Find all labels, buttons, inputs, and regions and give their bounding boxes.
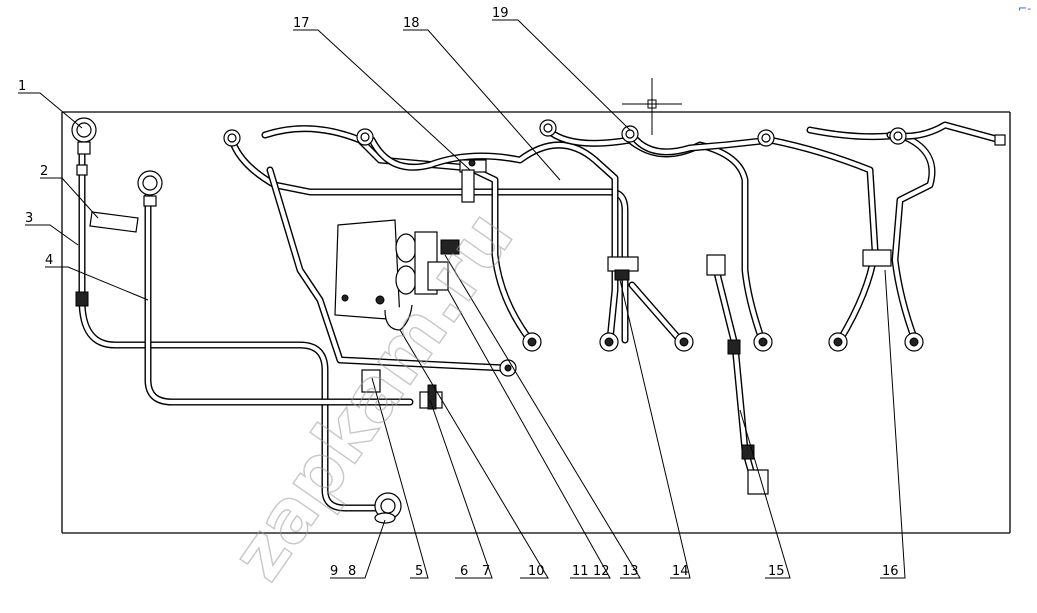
upper-union-nuts [223, 119, 1006, 147]
callout-19: 19 [492, 6, 509, 21]
crosshair-mark [622, 78, 682, 135]
callout-leaders [18, 19, 906, 579]
lower-union-nuts [499, 332, 924, 377]
callout-5: 5 [415, 564, 423, 579]
drawing-frame [61, 111, 1011, 534]
callout-17: 17 [293, 16, 310, 31]
callout-12: 12 [593, 564, 610, 579]
callout-6: 6 [460, 564, 468, 579]
callout-4: 4 [45, 253, 53, 268]
callout-3: 3 [25, 211, 33, 226]
callout-18: 18 [403, 16, 420, 31]
callout-14: 14 [672, 564, 689, 579]
callout-11: 11 [572, 564, 589, 579]
callout-7: 7 [482, 564, 490, 579]
left-fuel-lines [71, 117, 414, 512]
separate-line-15 [706, 254, 769, 495]
pipe-clamps [361, 159, 892, 410]
callout-16: 16 [882, 564, 899, 579]
callout-9: 9 [330, 564, 338, 579]
callout-10: 10 [528, 564, 545, 579]
callout-labels: 1 2 3 4 5 6 7 8 9 10 11 12 13 14 15 16 1… [18, 6, 899, 579]
callout-15: 15 [768, 564, 785, 579]
callout-1: 1 [18, 79, 26, 94]
corner-mark: ⌐- [1018, 2, 1031, 15]
callout-13: 13 [622, 564, 639, 579]
callout-8: 8 [348, 564, 356, 579]
callout-2: 2 [40, 164, 48, 179]
pump-block [334, 219, 460, 331]
banjo-fitting-8-9 [374, 492, 402, 524]
